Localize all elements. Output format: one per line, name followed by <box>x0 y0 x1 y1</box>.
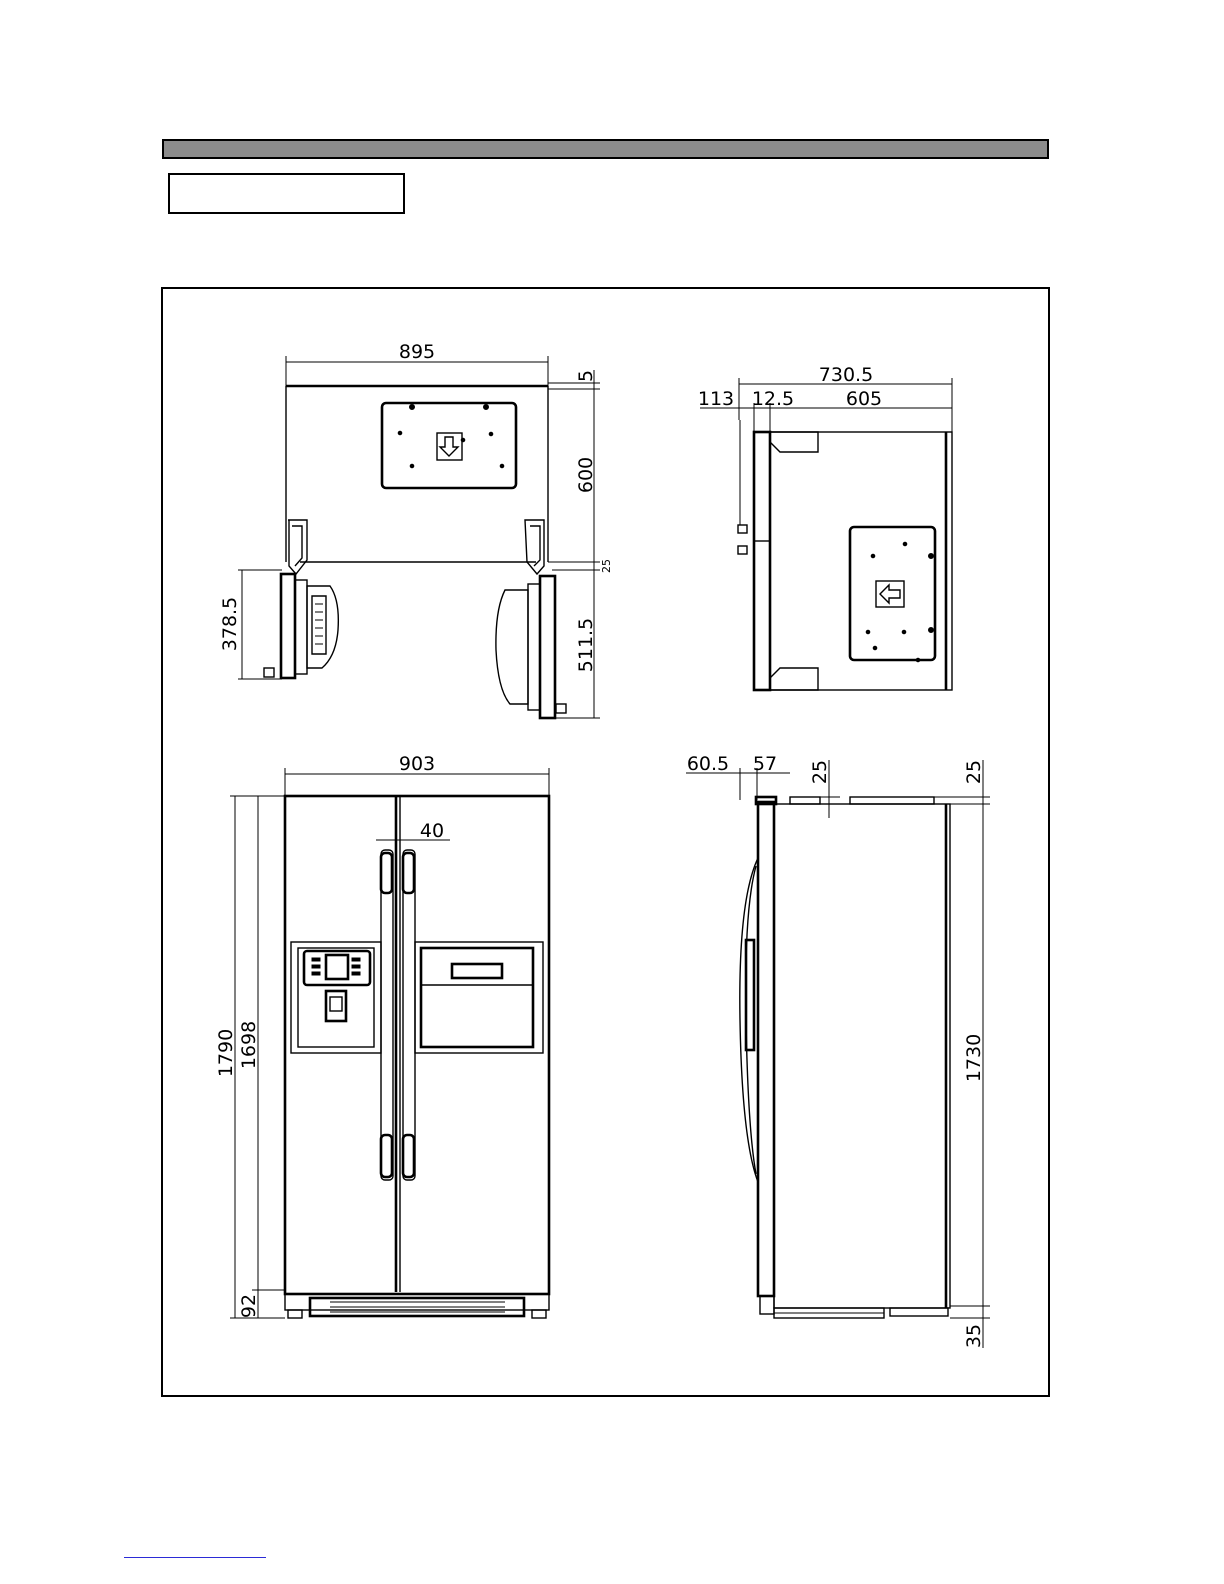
dim-side-front-b: 57 <box>753 753 777 775</box>
dim-front-body-height: 1698 <box>238 1021 260 1069</box>
dim-side-top-b: 12.5 <box>752 388 794 410</box>
dim-top-gap: 25 <box>600 559 613 573</box>
dim-front-width: 903 <box>399 753 435 775</box>
dim-side-top-c: 605 <box>846 388 882 410</box>
dim-top-width: 895 <box>399 341 435 363</box>
top-view: 895 5 600 25 511.5 378.5 <box>219 341 613 718</box>
dim-top-depth: 600 <box>575 457 597 493</box>
dim-top-offset: 5 <box>575 370 597 382</box>
side-view: 60.5 57 25 25 1730 35 <box>686 753 990 1348</box>
dim-left-door-swing: 378.5 <box>219 597 241 651</box>
dim-right-door-swing: 511.5 <box>575 618 597 672</box>
dim-side-top-a: 113 <box>698 388 734 410</box>
dim-side-height: 1730 <box>963 1034 985 1082</box>
dim-side-right-top: 25 <box>963 760 985 784</box>
side-top-view: 730.5 113 12.5 605 <box>698 364 952 690</box>
dim-front-total-height: 1790 <box>215 1029 237 1077</box>
dim-side-base: 35 <box>963 1324 985 1348</box>
front-view: 903 1790 1698 92 40 <box>215 753 549 1318</box>
dim-side-top-hinge: 25 <box>809 760 831 784</box>
dim-front-base-height: 92 <box>238 1294 260 1318</box>
dim-side-top-total: 730.5 <box>819 364 873 386</box>
dim-side-front-a: 60.5 <box>687 753 729 775</box>
dim-handle-gap: 40 <box>420 820 444 842</box>
